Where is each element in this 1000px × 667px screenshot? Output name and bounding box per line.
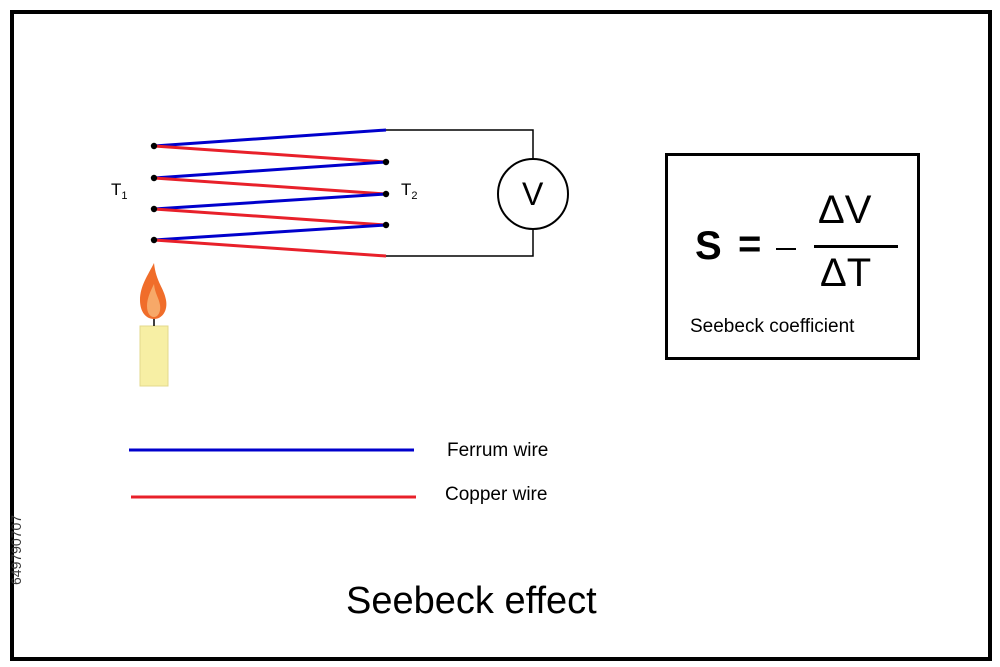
formula-box: S = ΔV ΔT Seebeck coefficient <box>665 153 920 360</box>
junction-left-1 <box>150 142 158 150</box>
t2-letter: T <box>401 180 412 199</box>
ferrum-wire-3 <box>153 192 387 211</box>
legend-copper-label: Copper wire <box>445 484 548 505</box>
junction-left-2 <box>150 174 158 182</box>
side-id-text: 649790707 <box>8 514 24 585</box>
junction-left-4 <box>150 236 158 244</box>
copper-wire-1 <box>153 144 387 164</box>
t1-letter: T <box>111 180 122 199</box>
legend-ferrum-label: Ferrum wire <box>447 440 549 461</box>
circuit-wire-bottom <box>386 228 534 257</box>
ferrum-wire-4 <box>153 223 387 242</box>
formula-equals: = <box>738 222 762 266</box>
formula-denominator: ΔT <box>820 251 872 295</box>
formula-caption: Seebeck coefficient <box>690 316 855 337</box>
ferrum-wire-1 <box>153 128 387 148</box>
junction-left-3 <box>150 205 158 213</box>
junction-right-1 <box>382 158 390 166</box>
voltmeter-circle <box>497 158 569 230</box>
copper-wire-3 <box>153 207 387 227</box>
flame-inner-icon <box>147 284 161 317</box>
ferrum-wire-2 <box>153 160 387 180</box>
formula-lhs: S <box>695 224 722 268</box>
formula-minus-sign <box>776 248 796 250</box>
t1-label: T1 <box>111 180 128 202</box>
copper-wire-4 <box>153 238 387 258</box>
voltmeter-label: V <box>522 176 544 212</box>
copper-wire-2 <box>153 176 387 196</box>
formula-fraction-bar <box>814 245 898 248</box>
diagram-title: Seebeck effect <box>346 580 597 622</box>
junction-right-2 <box>382 190 390 198</box>
t2-subscript: 2 <box>411 190 418 202</box>
formula-numerator: ΔV <box>818 188 872 232</box>
circuit-wire-top <box>386 129 534 158</box>
t1-subscript: 1 <box>121 190 128 202</box>
candle-body <box>139 325 169 387</box>
junction-right-3 <box>382 221 390 229</box>
t2-label: T2 <box>401 180 418 202</box>
